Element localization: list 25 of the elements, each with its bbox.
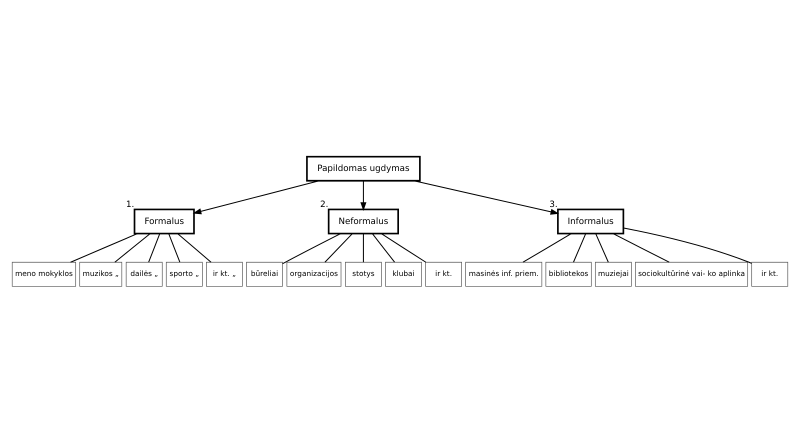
connector <box>282 233 342 264</box>
connector <box>324 233 353 263</box>
node-box: Neformalus <box>328 208 399 234</box>
connector <box>522 233 572 263</box>
connector <box>380 233 426 263</box>
node-box: Informalus <box>557 208 624 234</box>
connector <box>572 233 586 263</box>
node-label: 1. <box>126 200 134 210</box>
connector <box>70 233 138 263</box>
arrow <box>192 180 320 214</box>
node-box: Papildomas ugdymas <box>306 156 421 182</box>
node-box: Formalus <box>134 208 195 234</box>
connector <box>362 233 364 263</box>
arrow <box>413 180 560 215</box>
connector <box>612 233 670 263</box>
connector <box>114 233 151 263</box>
connector <box>177 233 212 263</box>
connector <box>372 233 396 263</box>
connector <box>623 227 752 264</box>
arrow <box>360 180 366 211</box>
connector <box>168 233 180 263</box>
node-label: 2. <box>320 200 328 210</box>
connector <box>148 233 160 263</box>
connector <box>595 233 609 263</box>
node-label: 3. <box>549 200 558 210</box>
